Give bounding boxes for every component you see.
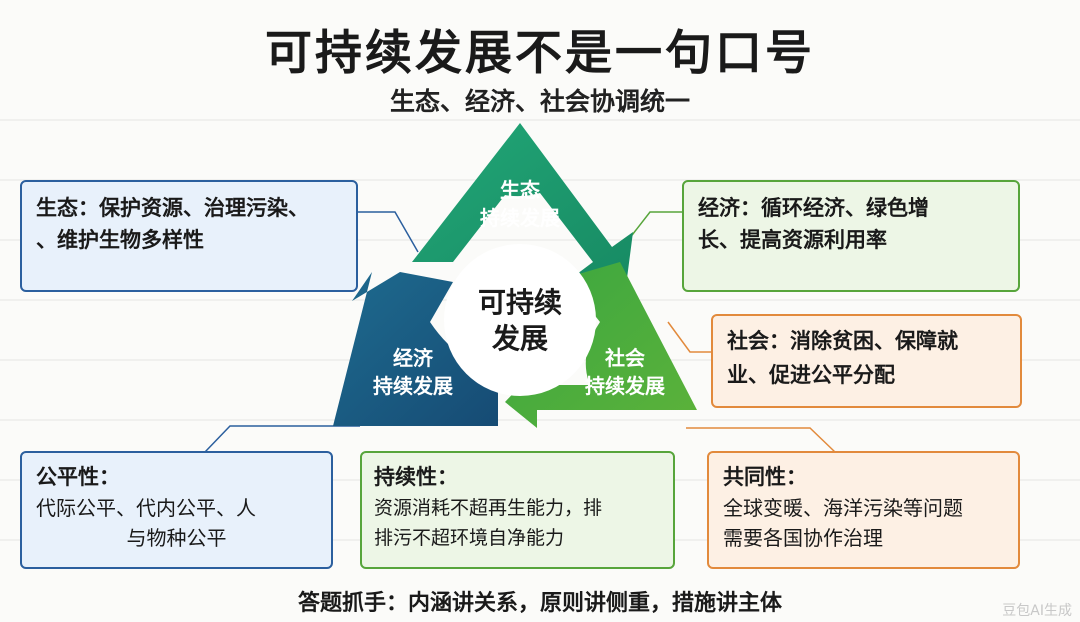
box-fairness: 公平性： 代际公平、代内公平、人 与物种公平 [20,451,333,569]
box-ecology-label: 生态： [36,196,99,220]
box-society-text2: 业、促进公平分配 [727,363,895,387]
connector-society [667,321,711,353]
box-economy-label: 经济： [698,196,761,220]
box-society: 社会：消除贫困、保障就 业、促进公平分配 [711,314,1022,408]
box-economy-text2: 长、提高资源利用率 [698,228,887,252]
center-label: 可持续 发展 [477,286,562,355]
box-economy: 经济：循环经济、绿色增 长、提高资源利用率 [682,180,1020,292]
box-fairness-line2: 与物种公平 [126,526,227,550]
box-ecology: 生态：保护资源、治理污染、 、维护生物多样性 [20,180,358,292]
label-economy: 经济 持续发展 [373,346,453,398]
watermark: 豆包AI生成 [1002,603,1072,619]
box-ecology-text2: 、维护生物多样性 [36,228,204,252]
page-title: 可持续发展不是一句口号 [265,26,815,81]
center-disk [444,244,596,396]
segment-economy [333,272,498,426]
box-economy-text1: 循环经济、绿色增 [761,196,929,220]
box-fairness-head: 公平性： [36,465,120,489]
connector-ecology [356,211,419,253]
label-society: 社会 持续发展 [585,346,665,398]
box-fairness-line1: 代际公平、代内公平、人 [36,496,256,520]
box-ecology-text1: 保护资源、治理污染、 [99,196,309,220]
label-ecology: 生态 持续发展 [480,178,560,230]
box-sustainability-head: 持续性： [374,465,458,489]
box-society-text1: 消除贫困、保障就 [790,329,958,353]
box-commonality: 共同性： 全球变暖、海洋污染等问题 需要各国协作治理 [707,451,1020,569]
connector-fairness [204,425,360,453]
box-sustainability-line1: 资源消耗不超再生能力，排 [374,497,603,519]
footer-tip: 答题抓手：内涵讲关系，原则讲侧重，措施讲主体 [297,591,782,616]
box-commonality-head: 共同性： [723,465,807,489]
page-subtitle: 生态、经济、社会协调统一 [389,87,690,116]
box-commonality-line1: 全球变暖、海洋污染等问题 [723,496,963,520]
box-commonality-line2: 需要各国协作治理 [723,526,883,550]
box-society-label: 社会： [727,329,790,353]
box-sustainability-line2: 排污不超环境自净能力 [374,527,565,549]
box-sustainability: 持续性： 资源消耗不超再生能力，排 排污不超环境自净能力 [360,451,675,569]
connector-commonality [686,427,836,453]
